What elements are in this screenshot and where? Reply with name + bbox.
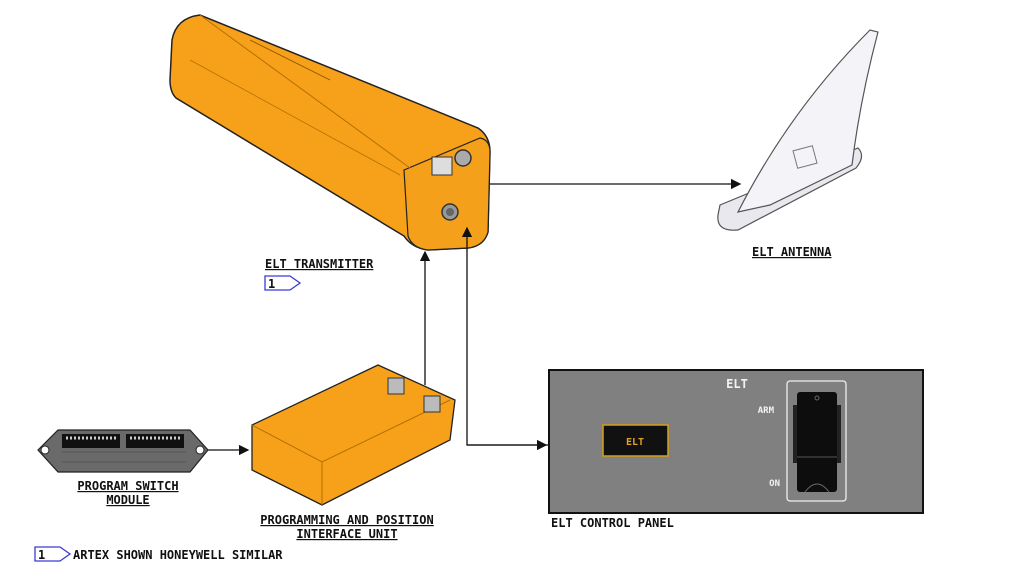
programming-position-interface-unit: [251, 364, 456, 506]
panel-to-transmitter-arrow: [461, 226, 548, 446]
footnote-text: ARTEX SHOWN HONEYWELL SIMILAR: [73, 548, 283, 562]
elt-antenna: [717, 29, 879, 231]
ppiu-label: PROGRAMMING AND POSITION: [260, 513, 433, 527]
svg-text:1: 1: [38, 548, 45, 562]
switch-on-label: ON: [769, 479, 780, 489]
panel-title: ELT: [726, 377, 748, 391]
program-switch-module: [37, 429, 209, 473]
elt-transmitter: [169, 14, 491, 251]
elt-transmitter-label: ELT TRANSMITTER: [265, 257, 374, 271]
elt-indicator-light: ELT: [602, 424, 669, 457]
svg-text:1: 1: [268, 277, 275, 291]
footnote: 1 ARTEX SHOWN HONEYWELL SIMILAR: [34, 546, 283, 562]
elt-control-panel: ELT ELT ARM ON: [548, 369, 924, 514]
svg-text:ELT: ELT: [626, 437, 644, 448]
ppiu-label-2: INTERFACE UNIT: [296, 527, 397, 541]
elt-antenna-label: ELT ANTENNA: [752, 245, 832, 259]
program-switch-label-2: MODULE: [106, 493, 149, 507]
switch-arm-label: ARM: [758, 406, 775, 416]
connector-icon: [387, 377, 405, 395]
control-panel-label: ELT CONTROL PANEL: [551, 516, 674, 530]
connector-icon: [423, 395, 441, 413]
connector-icon: [431, 156, 453, 176]
note-flag-1: 1: [264, 275, 302, 291]
program-switch-label: PROGRAM SWITCH: [77, 479, 178, 493]
elt-toggle-switch[interactable]: [786, 380, 847, 502]
